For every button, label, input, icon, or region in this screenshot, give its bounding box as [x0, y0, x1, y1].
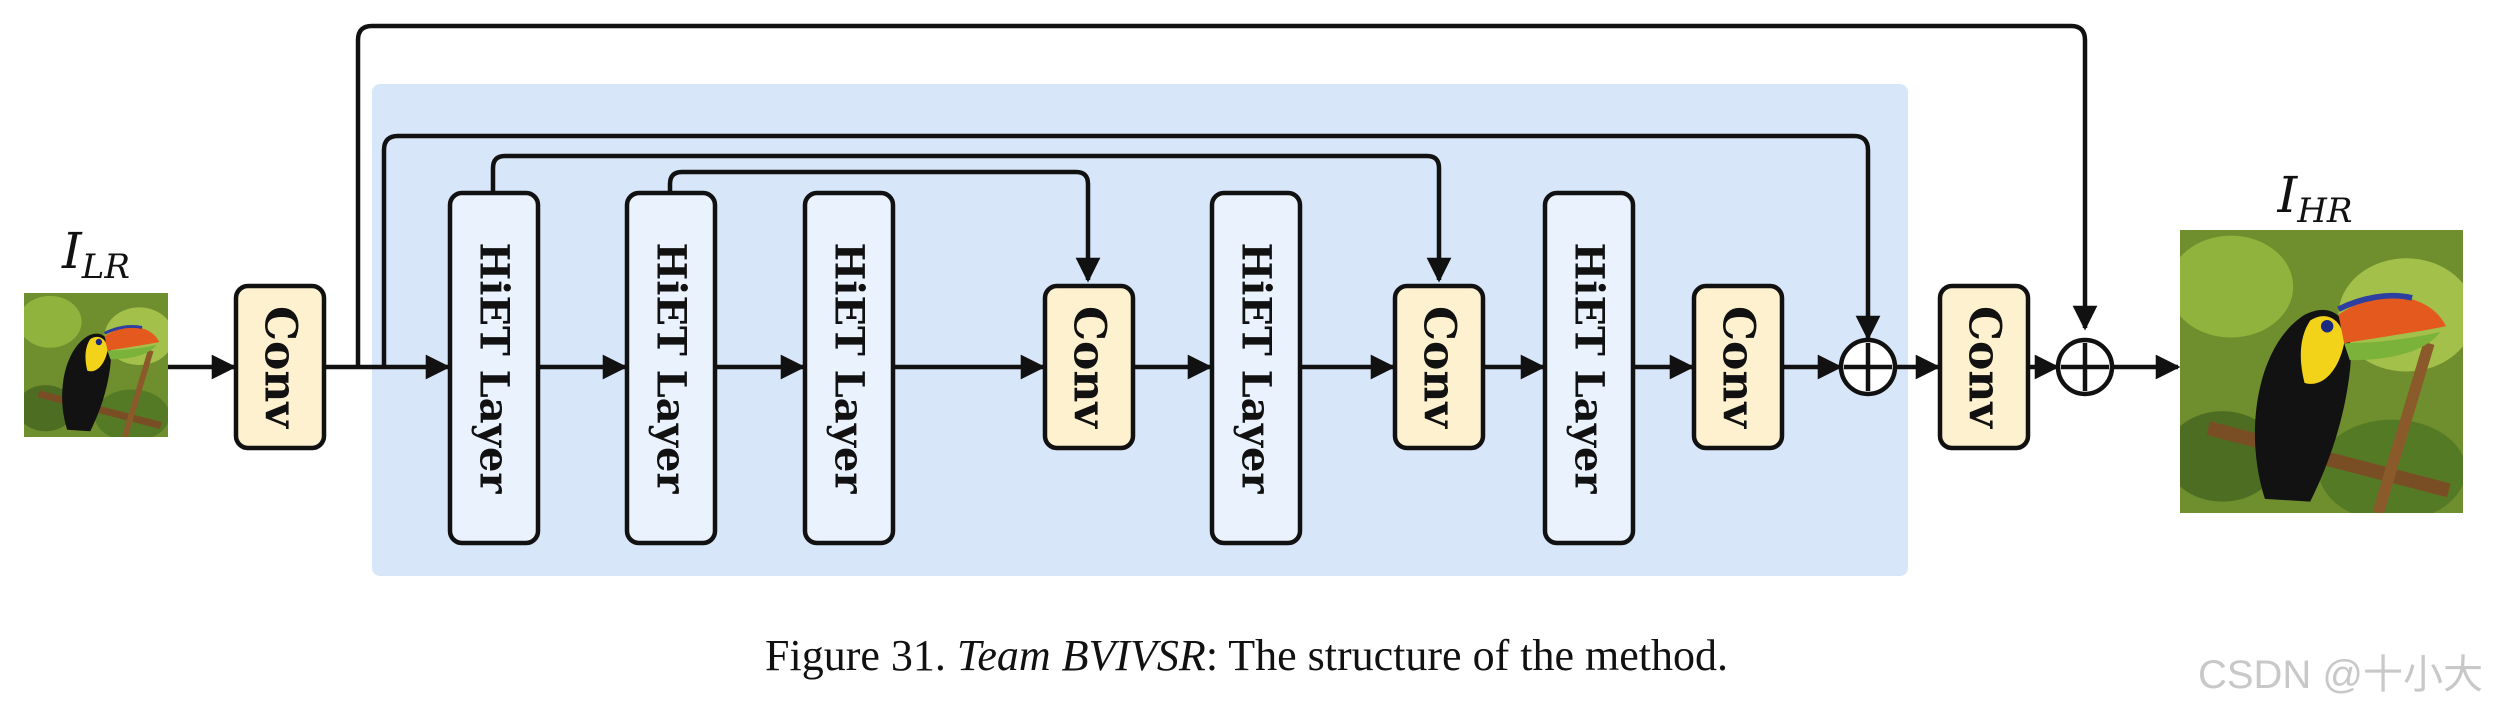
- conv-block-conv_2: Conv: [1392, 283, 1486, 451]
- conv-block-conv_1: Conv: [1042, 283, 1136, 451]
- hiet2-to-conv1-skip-line: [667, 169, 1101, 283]
- input-label: ILR: [61, 222, 130, 287]
- figure-caption: Figure 31. Team BVIVSR: The structure of…: [0, 630, 2493, 681]
- caption-prefix: Figure 31.: [765, 631, 957, 680]
- conv-block-conv_in: Conv: [233, 283, 327, 451]
- block-label: Conv: [1064, 306, 1115, 429]
- hiet-layer-block-hiet_5: HiET Layer: [1542, 190, 1636, 546]
- hiet-layer-block-hiet_2: HiET Layer: [624, 190, 718, 546]
- block-label: HiET Layer: [1233, 243, 1280, 495]
- output-label: IHR: [2276, 166, 2352, 231]
- sum-node-global: [2055, 337, 2115, 397]
- caption-suffix: : The structure of the method.: [1205, 631, 1728, 680]
- hiet-layer-block-hiet_1: HiET Layer: [447, 190, 541, 546]
- block-label: HiET Layer: [826, 243, 873, 495]
- hiet-backbone-panel: [372, 84, 1908, 576]
- hiet-layer-block-hiet_3: HiET Layer: [802, 190, 896, 546]
- backbone-skip-line: [381, 133, 1881, 367]
- caption-team: Team BVIVSR: [956, 631, 1206, 680]
- block-label: Conv: [1713, 306, 1764, 429]
- input-lr-image: [17, 293, 174, 441]
- sum-node-backbone: [1838, 337, 1898, 397]
- method-diagram: ILR IHR Conv HiET Layer HiET Layer HiET Lay…: [0, 23, 2493, 576]
- block-label: Conv: [1959, 306, 2010, 429]
- watermark: CSDN @十小大: [2197, 653, 2483, 697]
- conv-block-conv_out: Conv: [1937, 283, 2031, 451]
- hiet-layer-block-hiet_4: HiET Layer: [1209, 190, 1303, 546]
- skip-connections: [355, 23, 2098, 367]
- global-skip-line: [355, 23, 2098, 367]
- block-label: Conv: [255, 306, 306, 429]
- block-label: Conv: [1414, 306, 1465, 429]
- output-hr-image: [2166, 230, 2474, 521]
- conv-block-conv_3: Conv: [1691, 283, 1785, 451]
- block-label: HiET Layer: [1566, 243, 1613, 495]
- blocks-layer: Conv HiET Layer HiET Layer HiET Layer Conv Hi…: [233, 190, 2031, 546]
- block-label: HiET Layer: [648, 243, 695, 495]
- hiet1-to-conv2-skip-line: [490, 153, 1452, 283]
- block-label: HiET Layer: [471, 243, 518, 495]
